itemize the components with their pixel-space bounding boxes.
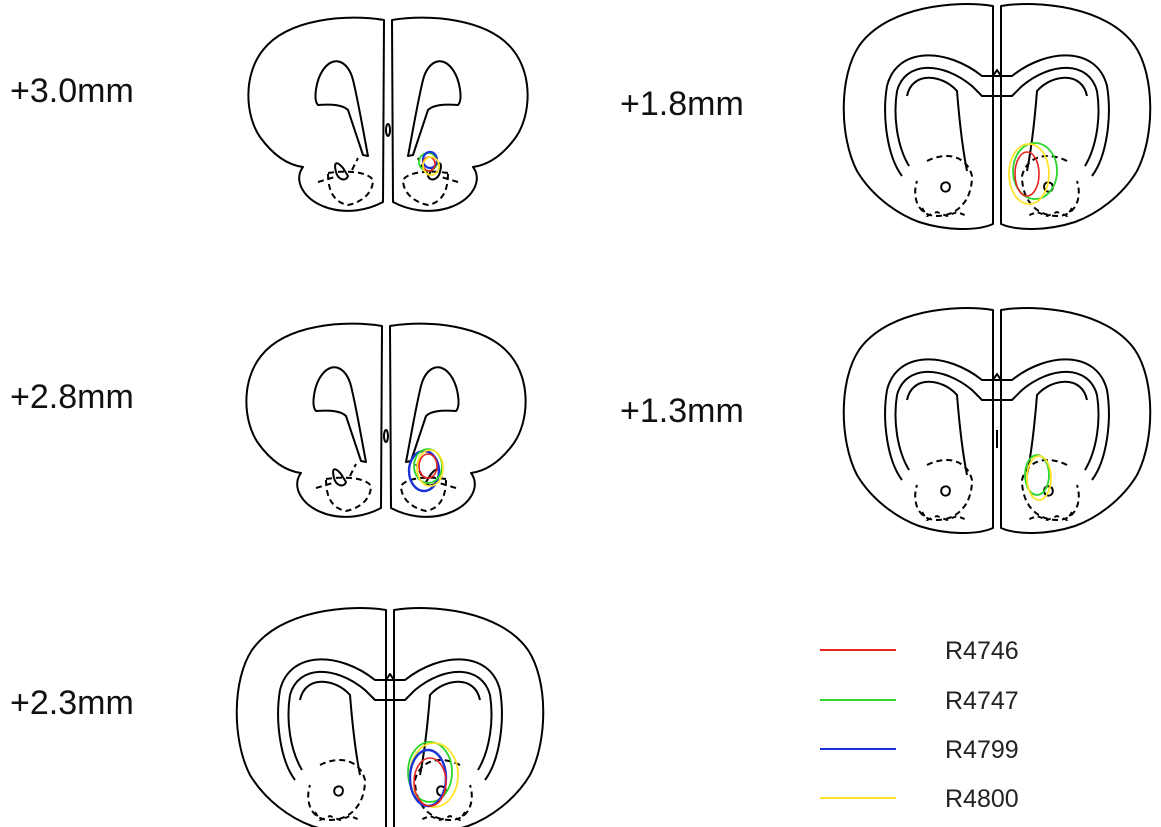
brain-slice-1-3mm — [844, 308, 1151, 533]
legend-label-r4747: R4747 — [945, 687, 1019, 715]
brain-slice-2-8mm — [246, 324, 525, 517]
legend-item-r4800: R4800 — [820, 785, 1019, 813]
legend-item-r4747: R4747 — [820, 687, 1019, 715]
legend-label-r4746: R4746 — [945, 637, 1019, 665]
brain-slice-3-0mm — [248, 18, 527, 211]
legend-label-r4800: R4800 — [945, 785, 1019, 813]
brain-slice-2-3mm — [237, 608, 544, 827]
legend-label-r4799: R4799 — [945, 736, 1019, 764]
lesion-r4746 — [1015, 152, 1039, 196]
lesion-r4746 — [419, 454, 437, 478]
legend-item-r4799: R4799 — [820, 736, 1019, 764]
brain-slice-1-8mm — [844, 4, 1151, 229]
lesion-r4800 — [1027, 456, 1051, 500]
legend: R4746 R4747 R4799 R4800 — [820, 637, 1019, 813]
lesion-r4746 — [414, 758, 446, 806]
legend-item-r4746: R4746 — [820, 637, 1019, 665]
